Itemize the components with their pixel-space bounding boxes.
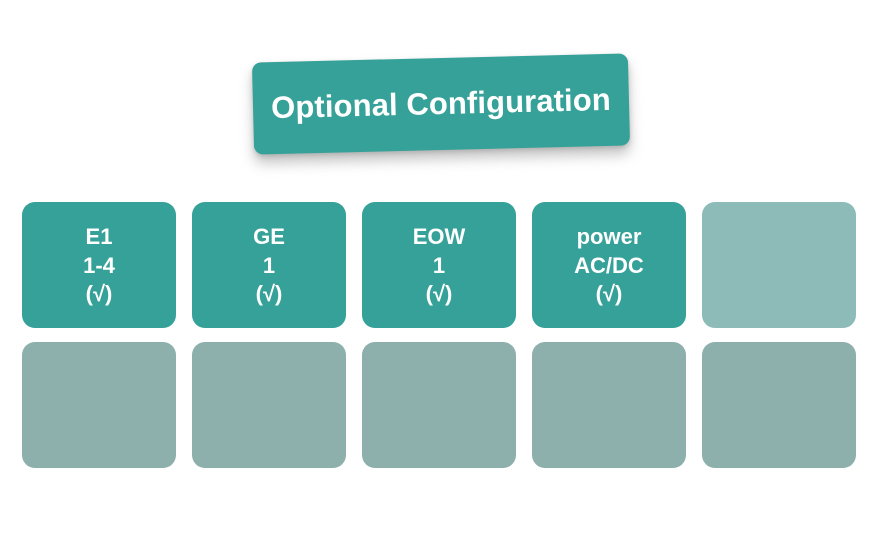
configuration-card-grid: E1 1-4 (√) GE 1 (√) EOW 1 (√) power AC/D… [22, 202, 856, 468]
config-card-empty-r2c1[interactable] [22, 342, 176, 468]
config-card-check: (√) [595, 281, 623, 307]
config-card-empty-r1c5[interactable] [702, 202, 856, 328]
config-card-ge[interactable]: GE 1 (√) [192, 202, 346, 328]
config-card-check: (√) [85, 281, 113, 307]
config-card-empty-r2c4[interactable] [532, 342, 686, 468]
card-row-2 [22, 342, 856, 468]
config-card-empty-r2c5[interactable] [702, 342, 856, 468]
title-banner: Optional Configuration [251, 53, 631, 155]
card-row-1: E1 1-4 (√) GE 1 (√) EOW 1 (√) power AC/D… [22, 202, 856, 328]
config-card-check: (√) [255, 281, 283, 307]
config-card-label: GE [253, 224, 285, 250]
config-card-check: (√) [425, 281, 453, 307]
config-card-power[interactable]: power AC/DC (√) [532, 202, 686, 328]
config-card-label: E1 [85, 224, 113, 250]
config-card-empty-r2c3[interactable] [362, 342, 516, 468]
title-banner-shape: Optional Configuration [251, 53, 631, 155]
config-card-value: AC/DC [574, 252, 644, 278]
config-card-value: 1 [432, 252, 446, 278]
config-card-value: 1-4 [83, 252, 115, 278]
config-card-label: power [576, 224, 642, 250]
config-card-eow[interactable]: EOW 1 (√) [362, 202, 516, 328]
config-card-e1[interactable]: E1 1-4 (√) [22, 202, 176, 328]
config-card-value: 1 [262, 252, 276, 278]
page-title: Optional Configuration [270, 81, 612, 125]
config-card-empty-r2c2[interactable] [192, 342, 346, 468]
config-card-label: EOW [412, 224, 466, 250]
